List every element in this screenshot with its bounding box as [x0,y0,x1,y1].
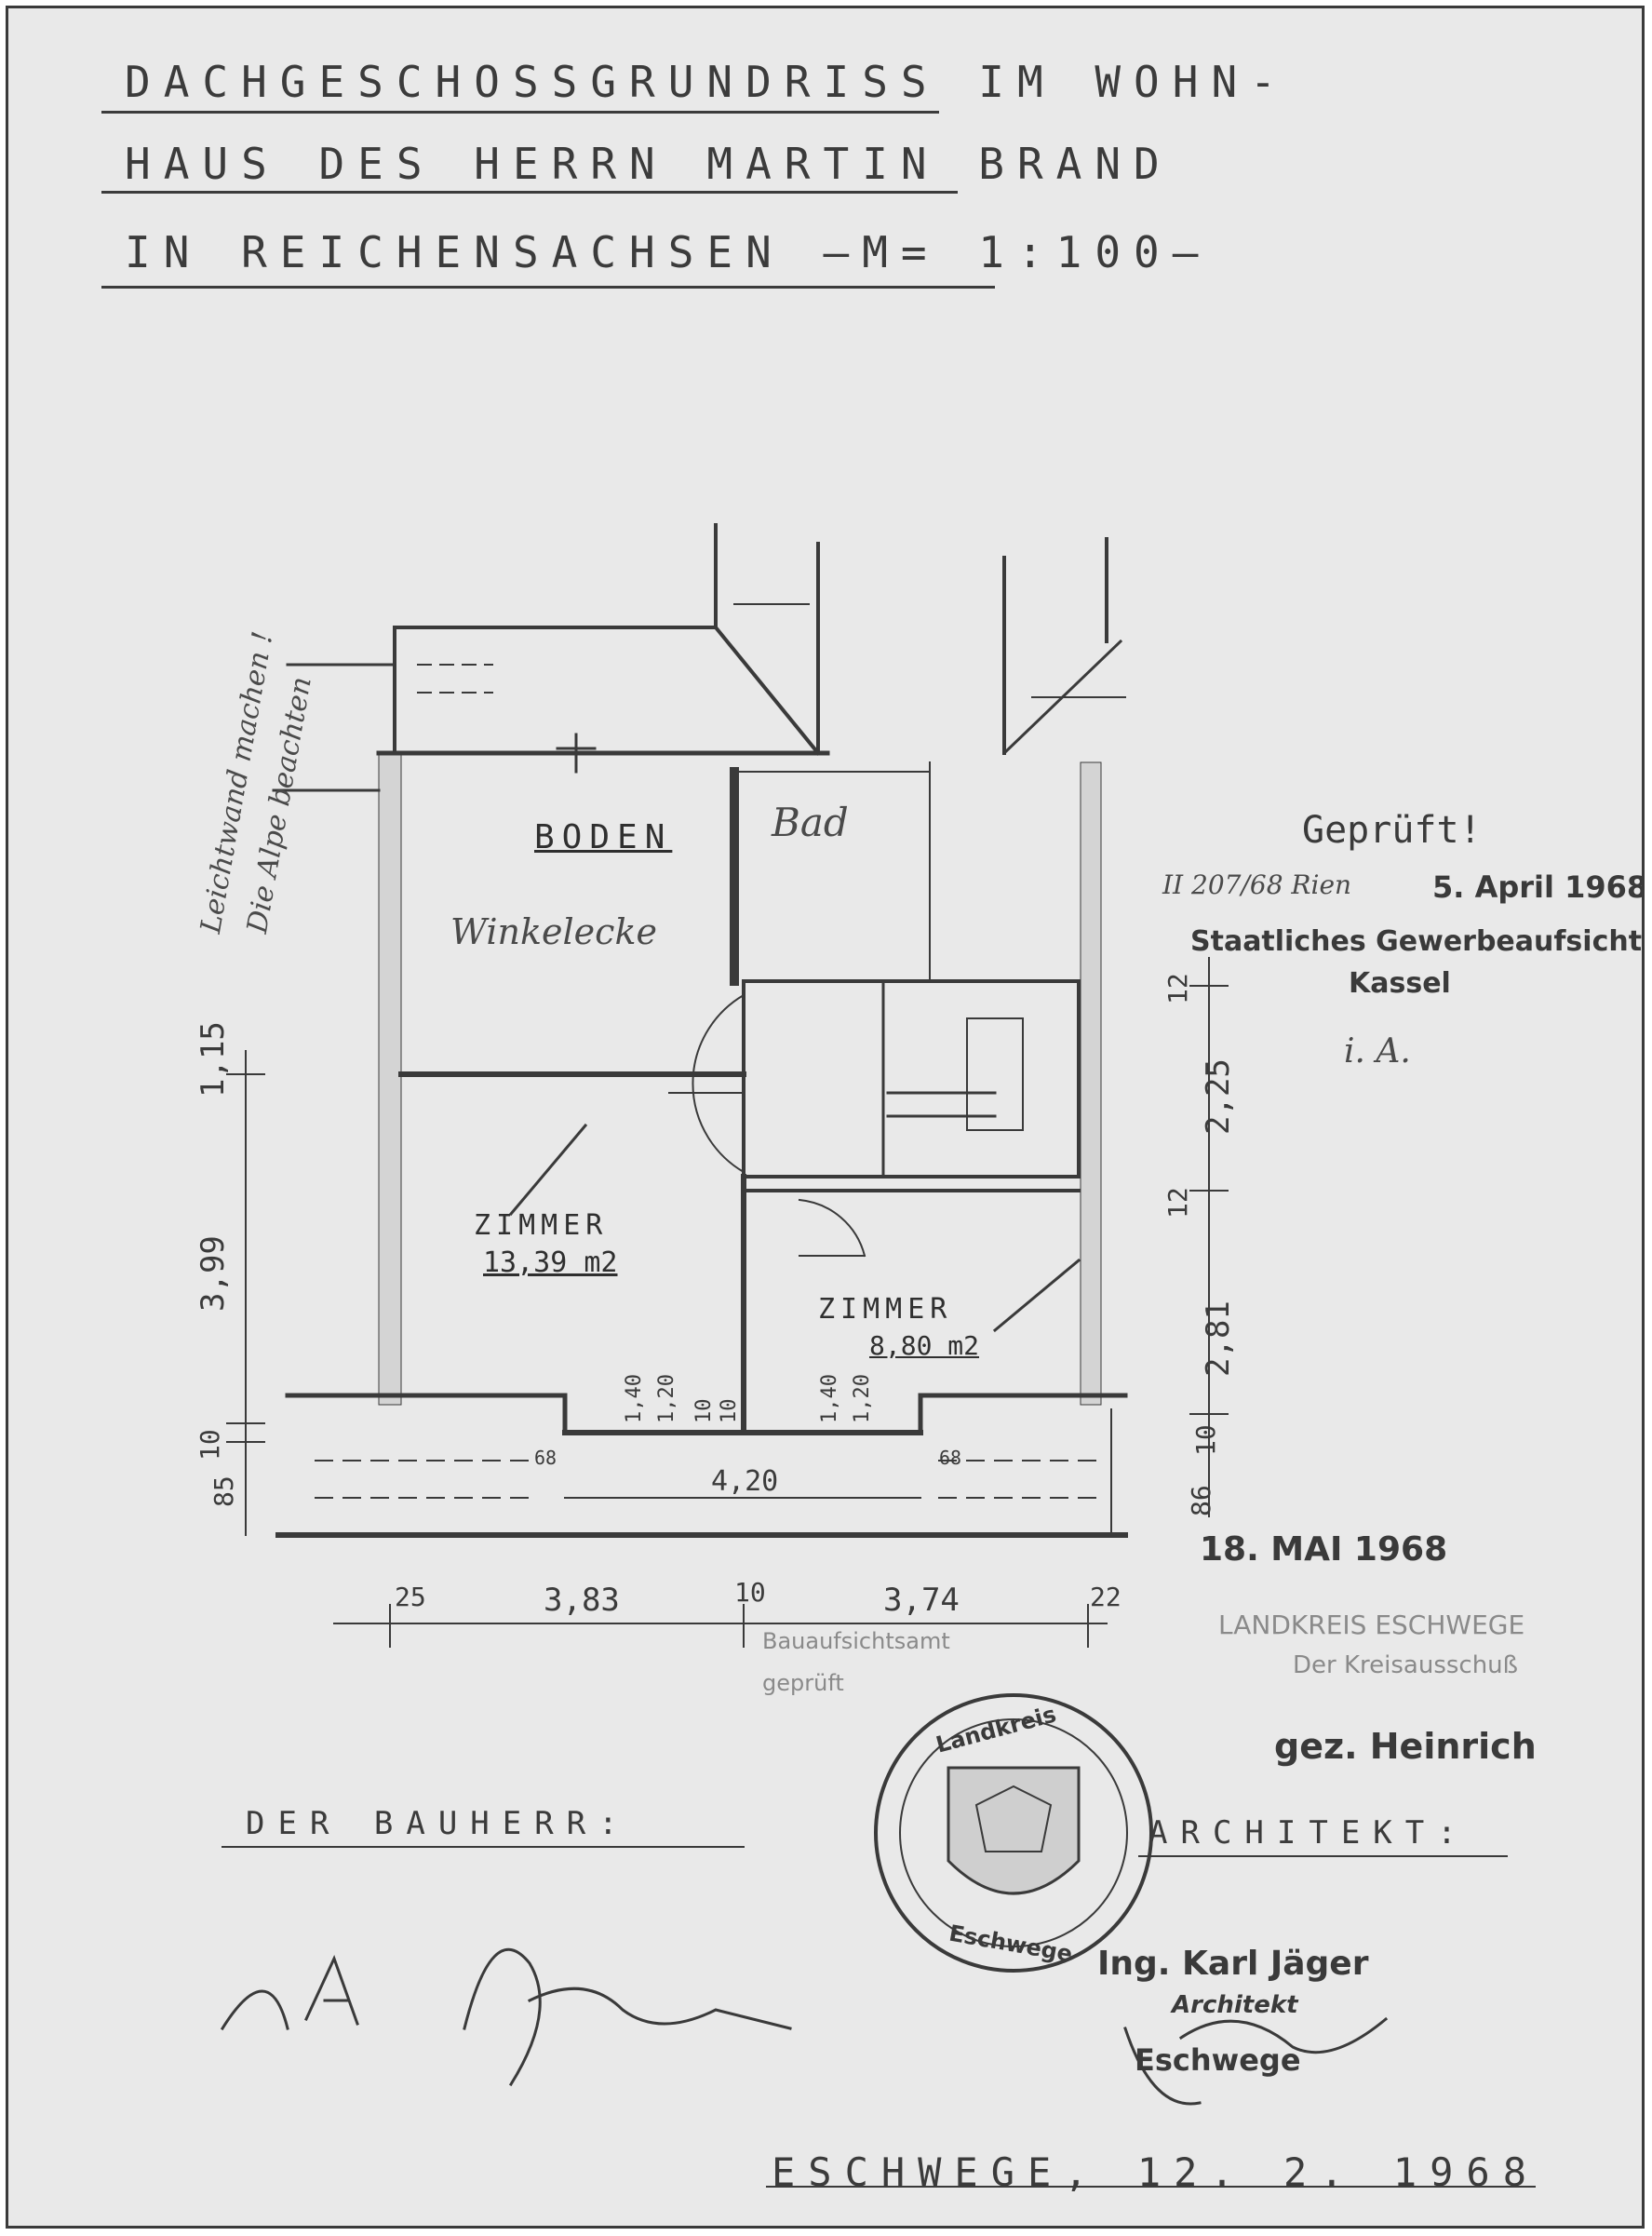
dim-bottom-25: 25 [395,1582,426,1612]
room-zimmer-2-area: 8,80 m2 [869,1330,980,1361]
stamp-bauschein-date: 18. MAI 1968 [1200,1530,1448,1569]
title-underline-1 [101,111,939,114]
title-line-3: IN REICHENSACHSEN —M= 1:100— [125,227,1212,277]
architect-name: Ing. Karl Jäger [1097,1945,1369,1983]
room-zimmer-1-name: ZIMMER [474,1209,609,1242]
stamp-bauschein-line-2: Der Kreisausschuß [1293,1651,1519,1679]
dim-bottom-383: 3,83 [544,1582,620,1619]
stamp-bauschein-signed: gez. Heinrich [1274,1726,1537,1767]
dim-corner-a: 68 [534,1447,557,1469]
label-architekt: ARCHITEKT: [1148,1814,1470,1852]
room-zimmer-2-name: ZIMMER [818,1293,953,1326]
dim-right-12a: 12 [1162,973,1193,1004]
stamp-gepruft-ref: II 207/68 Rien [1162,869,1352,900]
floor-plan-drawing [220,523,1536,2188]
stamp-bauschein-line-3: Bauaufsichtsamt [762,1628,950,1654]
room-boden: BODEN [534,818,673,856]
dim-right-225: 2,25 [1200,1058,1237,1135]
stamp-gepruft-office-1: Staatliches Gewerbeaufsichtsamt [1190,925,1643,958]
dim-bottom-10: 10 [734,1577,766,1608]
dim-win-10b: 10 [718,1398,741,1424]
stamp-gepruft-initials: i. A. [1344,1032,1411,1071]
dim-win-10a: 10 [692,1398,716,1424]
dim-corner-b: 68 [939,1447,962,1469]
room-zimmer-1-area: 13,39 m2 [483,1246,618,1279]
stamp-bauschein-line-1: LANDKREIS ESCHWEGE [1218,1610,1525,1640]
dim-win-140b: 1,40 [818,1374,841,1423]
room-winkelecke: Winkelecke [450,911,657,952]
title-underline-2 [101,191,958,194]
dim-bottom-374: 3,74 [883,1582,960,1619]
dim-left-85: 85 [208,1475,239,1507]
dim-right-10: 10 [1190,1424,1221,1456]
title-line-1: DACHGESCHOSSGRUNDRISS IM WOHN- [125,57,1289,107]
title-underline-3 [101,286,995,289]
stamp-gepruft-date: 5. April 1968 [1432,869,1645,905]
dim-win-120a: 1,20 [655,1374,678,1423]
stamp-gepruft-office-2: Kassel [1349,967,1451,1000]
dim-left-10: 10 [195,1429,225,1461]
place-date: ESCHWEGE, 12. 2. 1968 [772,2149,1540,2195]
architect-title: Architekt [1172,1991,1298,2019]
dim-win-120b: 1,20 [851,1374,874,1423]
dim-left-399: 3,99 [195,1235,232,1312]
dim-left-115: 1,15 [195,1021,232,1098]
dim-right-86: 86 [1186,1485,1216,1516]
dim-window-420: 4,20 [711,1465,779,1498]
architect-city: Eschwege [1135,2042,1301,2078]
dim-bottom-22: 22 [1090,1582,1121,1612]
dim-right-12b: 12 [1162,1187,1193,1219]
label-bauherr: DER BAUHERR: [246,1805,631,1842]
dim-win-140a: 1,40 [623,1374,646,1423]
plan-sheet: DACHGESCHOSSGRUNDRISS IM WOHN- HAUS DES … [6,6,1645,2229]
room-bad: Bad [772,800,849,845]
title-line-2: HAUS DES HERRN MARTIN BRAND [125,139,1173,189]
stamp-gepruft-heading: Geprüft! [1302,809,1482,852]
stamp-bauschein-line-4: geprüft [762,1670,844,1696]
dim-right-281: 2,81 [1200,1300,1237,1377]
